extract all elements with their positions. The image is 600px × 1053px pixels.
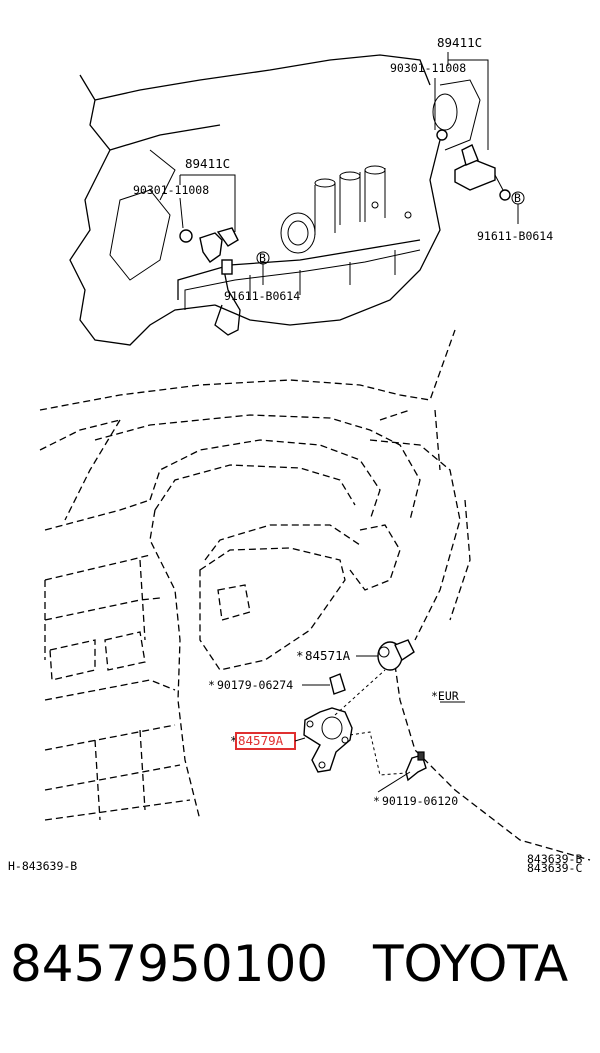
asterisk-84571a: * (296, 648, 304, 663)
right-speed-sensor-drawing (436, 129, 511, 201)
bolt-label-left: 91611-B0614 (224, 289, 300, 303)
left-speed-sensor-drawing (179, 227, 241, 336)
lower-callouts: * 84571A * 90179-06274 * 84579A *EUR * 9… (208, 648, 465, 808)
part-label-84571a: 84571A (305, 648, 351, 663)
asterisk-84579a: * (230, 733, 238, 748)
bracket-assembly-drawing (303, 639, 427, 782)
bolt-marker-left: B (259, 251, 266, 265)
footer: 8457950100 TOYOTA (0, 905, 600, 1035)
bolt-marker-right: B (514, 191, 521, 205)
part-label-90179-06274: 90179-06274 (217, 678, 293, 692)
part-label-90119-06120: 90119-06120 (382, 794, 458, 808)
group-label-89411c-left: 89411C (185, 156, 230, 171)
transmission-housing-drawing (69, 54, 481, 346)
parts-diagram: 89411C 90301-11008 B 91611-B0614 89411C … (8, 35, 591, 875)
ref-code-right: 843639-C (527, 861, 582, 875)
gasket-label-left: 90301-11008 (133, 183, 209, 197)
dashboard-drawing (39, 329, 591, 861)
left-callout: 89411C 90301-11008 B 91611-B0614 (133, 156, 300, 303)
part-label-84579a-highlighted[interactable]: 84579A (238, 733, 284, 748)
top-right-callout: 89411C 90301-11008 B 91611-B0614 (390, 35, 553, 243)
group-label-89411c-right: 89411C (437, 35, 482, 50)
bolt-label-right: 91611-B0614 (477, 229, 553, 243)
region-note-eur: *EUR (431, 689, 459, 703)
ref-code-left: H-843639-B (8, 859, 77, 873)
asterisk-90119: * (373, 794, 380, 808)
asterisk-90179: * (208, 678, 215, 692)
gasket-label-right: 90301-11008 (390, 61, 466, 75)
ref-code-right-top: 843639-B (527, 852, 582, 866)
part-number: 8457950100 (10, 935, 329, 993)
brand-name: TOYOTA (373, 935, 569, 993)
